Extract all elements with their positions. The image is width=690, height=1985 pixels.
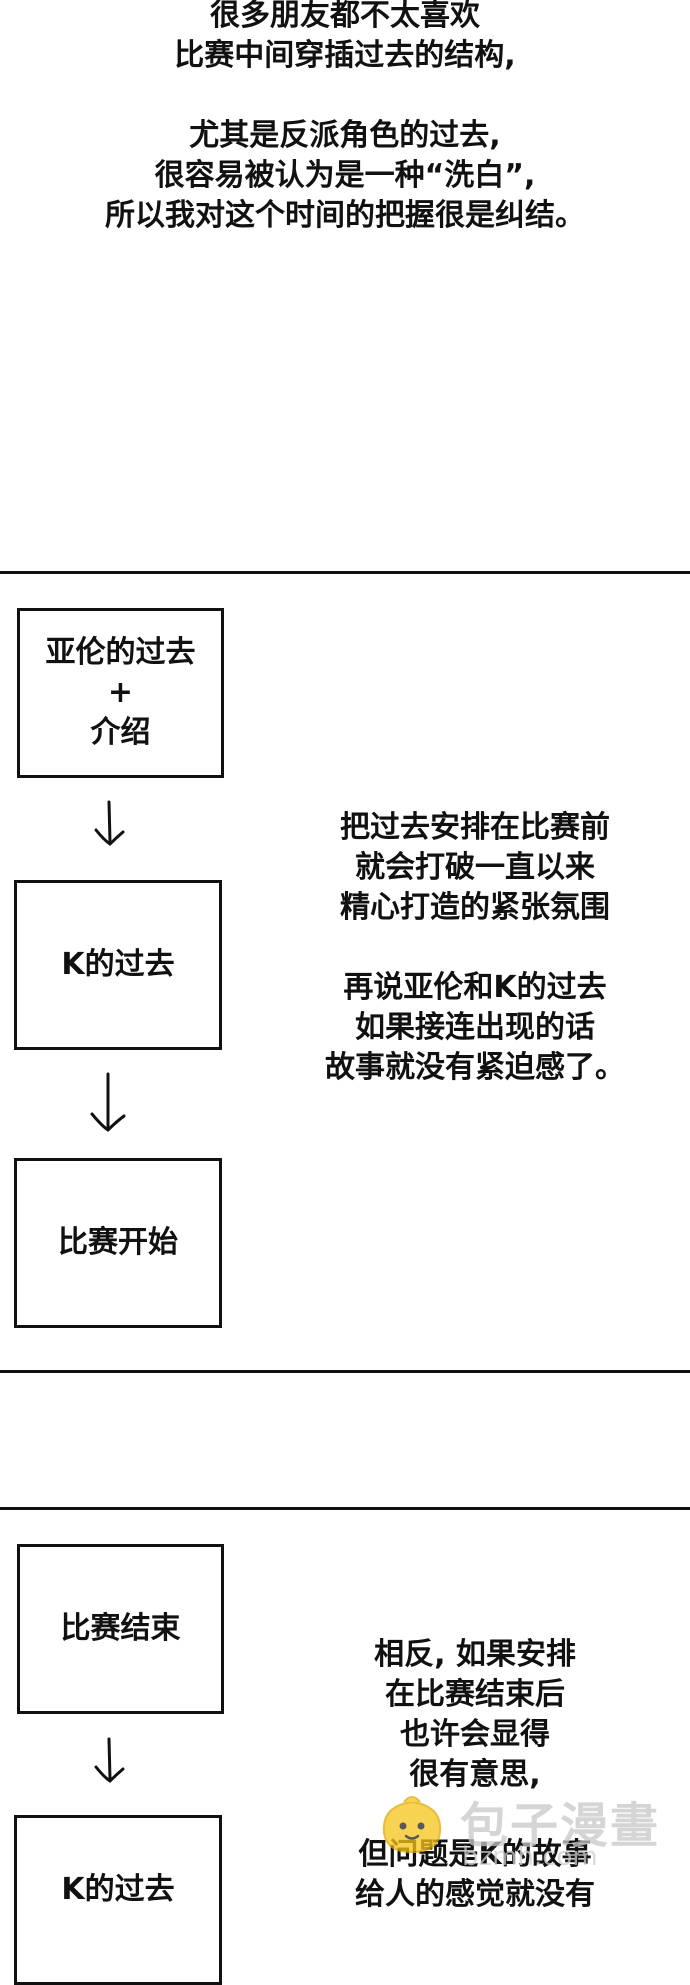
note-line: 精心打造的紧张氛围 bbox=[340, 890, 610, 925]
panel-divider bbox=[0, 1507, 690, 1510]
note-line: 也许会显得 bbox=[400, 1717, 550, 1752]
watermark-url: bzmh.com bbox=[462, 1842, 598, 1872]
panel-divider bbox=[0, 571, 690, 574]
intro-line: 所以我对这个时间的把握很是纠结。 bbox=[105, 198, 585, 233]
note-line: 再说亚伦和K的过去 bbox=[343, 970, 607, 1005]
note-gap bbox=[290, 928, 660, 968]
bun-logo-icon bbox=[382, 1796, 442, 1854]
flow-box-k-past: K的过去 bbox=[14, 880, 222, 1050]
note-line: 在比赛结束后 bbox=[385, 1677, 565, 1712]
note-line: 很有意思, bbox=[409, 1757, 541, 1792]
box-label: K的过去 bbox=[61, 1872, 175, 1907]
box-label: + bbox=[107, 675, 134, 710]
note-line: 给人的感觉就没有 bbox=[355, 1877, 595, 1912]
intro-line: 尤其是反派角色的过去, bbox=[189, 118, 501, 153]
down-arrow-icon bbox=[90, 1072, 126, 1132]
note-line: 就会打破一直以来 bbox=[355, 850, 595, 885]
box-label: 比赛开始 bbox=[58, 1225, 178, 1260]
intro-line: 比赛中间穿插过去的结构, bbox=[174, 38, 516, 73]
panel-divider bbox=[0, 1370, 690, 1373]
flow-box-k-past-2: K的过去 bbox=[14, 1815, 222, 1985]
intro-line: 很容易被认为是一种“洗白”, bbox=[154, 158, 536, 193]
flow-box-aaron-past: 亚伦的过去 + 介绍 bbox=[17, 608, 224, 778]
intro-line: 很多朋友都不太喜欢 bbox=[210, 0, 480, 33]
intro-gap bbox=[0, 76, 690, 116]
flow-box-match-start: 比赛开始 bbox=[14, 1158, 222, 1328]
box-label: 亚伦的过去 bbox=[45, 635, 196, 670]
box-label: 介绍 bbox=[90, 715, 151, 750]
watermark-title: 包子漫畫 bbox=[460, 1798, 661, 1854]
box-label: K的过去 bbox=[61, 947, 175, 982]
down-arrow-icon bbox=[94, 1737, 125, 1783]
down-arrow-icon bbox=[94, 800, 125, 846]
box-label: 比赛结束 bbox=[60, 1611, 181, 1646]
note-line: 如果接连出现的话 bbox=[355, 1010, 595, 1045]
note-line: 相反, 如果安排 bbox=[374, 1637, 576, 1672]
flow-box-match-end: 比赛结束 bbox=[17, 1544, 224, 1714]
flow1-note: 把过去安排在比赛前 就会打破一直以来 精心打造的紧张氛围 再说亚伦和K的过去 如… bbox=[290, 808, 660, 1088]
note-line: 把过去安排在比赛前 bbox=[340, 810, 610, 845]
watermark: 包子漫畫 bzmh.com bbox=[370, 1784, 690, 1874]
intro-text: 很多朋友都不太喜欢 比赛中间穿插过去的结构, 尤其是反派角色的过去, 很容易被认… bbox=[0, 0, 690, 236]
note-line: 故事就没有紧迫感了。 bbox=[325, 1050, 625, 1085]
